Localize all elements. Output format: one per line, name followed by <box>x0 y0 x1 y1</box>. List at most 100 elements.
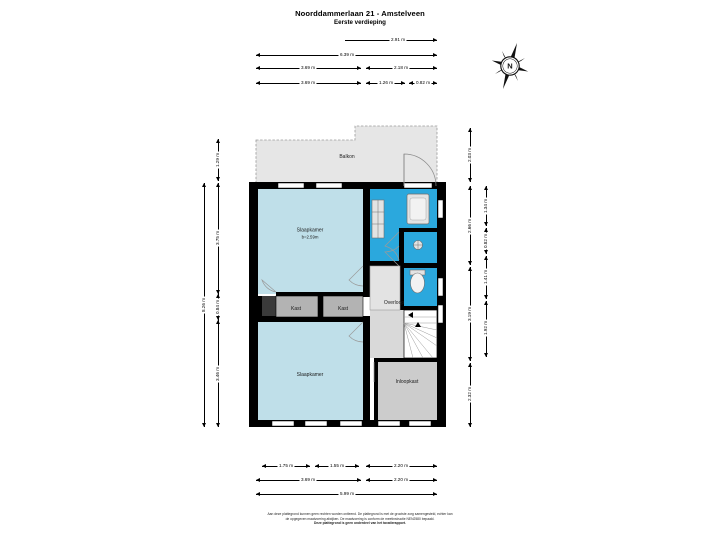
dim-arrow <box>484 256 488 260</box>
dim-arrow <box>433 38 437 42</box>
room-label-inloopkast: Inloopkast <box>396 379 419 386</box>
dim-arrow <box>484 186 488 190</box>
dim-arrow <box>216 139 220 143</box>
dim-arrow <box>216 316 220 320</box>
room-inloopkast-fill <box>378 362 437 425</box>
dim-arrow <box>216 177 220 181</box>
dim-arrow <box>484 353 488 357</box>
disclaimer: Aan deze plattegrond kunnen geen rechten… <box>0 512 720 526</box>
dim-arrow <box>256 53 260 57</box>
shaft-hatch <box>249 296 276 320</box>
dim-arrow <box>484 250 488 254</box>
room-label-overloop: Overloop <box>384 300 404 307</box>
room-label-slaapkamer-1-width: b=2.59m <box>301 234 319 239</box>
dim-arrow <box>366 464 370 468</box>
room-label-balkon: Balkon <box>339 154 354 161</box>
disclaimer-line-2: de opgegeven maatvoering afwijken. De ma… <box>285 516 435 521</box>
dim-label-top-2-1: 6.39 m <box>338 52 356 58</box>
room-label-kast-left: Kast <box>291 306 301 313</box>
dim-label-bot-2-2: 2.20 m <box>392 477 410 483</box>
dim-arrow <box>401 81 405 85</box>
dim-arrow <box>357 478 361 482</box>
dim-label-top-4-3: 0.82 m <box>414 80 432 86</box>
dim-arrow <box>468 186 472 190</box>
dim-arrow <box>315 464 319 468</box>
dim-arrow <box>468 261 472 265</box>
dim-arrow <box>468 363 472 367</box>
dim-arrow <box>484 228 488 232</box>
dim-arrow <box>256 492 260 496</box>
sink-icon <box>413 240 423 250</box>
window-group-top <box>277 182 433 189</box>
dim-arrow <box>357 81 361 85</box>
dim-arrow <box>433 492 437 496</box>
staircase <box>403 309 438 359</box>
dim-arrow <box>468 423 472 427</box>
compass-rose-icon: N <box>487 40 533 92</box>
dim-label-top-4-2: 1.26 m <box>377 80 395 86</box>
dim-arrow <box>355 464 359 468</box>
dim-arrow <box>202 183 206 187</box>
room-label-kast-left-text: Kast <box>290 305 302 312</box>
dim-arrow <box>216 294 220 298</box>
window-group-right <box>437 199 444 324</box>
dim-arrow <box>366 478 370 482</box>
dim-label-bot-1-1: 1.75 m <box>277 463 295 469</box>
dim-arrow <box>433 53 437 57</box>
dim-arrow <box>216 423 220 427</box>
room-label-slaapkamer-2-text: Slaapkamer <box>296 371 324 378</box>
dim-label-bot-3-1: 5.99 m <box>338 491 356 497</box>
room-slaapkamer-2-fill <box>258 322 363 425</box>
dim-arrow <box>433 478 437 482</box>
dim-arrow <box>216 183 220 187</box>
dim-arrow <box>256 66 260 70</box>
room-label-balkon-text: Balkon <box>339 153 355 160</box>
door-swings <box>261 153 437 382</box>
dim-arrow <box>433 81 437 85</box>
dim-arrow <box>216 290 220 294</box>
room-label-kast-right: Kast <box>338 306 348 313</box>
dim-arrow <box>262 464 266 468</box>
interior-walls <box>258 189 438 422</box>
dim-label-top-3-2: 2.18 m <box>392 65 410 71</box>
window-group-bottom <box>271 420 432 427</box>
dim-arrow <box>366 81 370 85</box>
room-label-slaapkamer-1: Slaapkamer b=2.59m <box>297 228 324 241</box>
compass-north-label: N <box>507 62 512 71</box>
dim-arrow <box>468 178 472 182</box>
room-label-overloop-text: Overloop <box>383 299 405 306</box>
toilet-icon <box>409 269 426 294</box>
dim-arrow <box>433 464 437 468</box>
room-label-slaapkamer-2: Slaapkamer <box>297 372 324 379</box>
disclaimer-line-3: Deze plattegrond is geen onderdeel van h… <box>314 521 406 526</box>
page-subtitle: Eerste verdieping <box>334 19 386 26</box>
dim-arrow <box>366 66 370 70</box>
dim-arrow <box>256 478 260 482</box>
dim-label-top-4-1: 3.69 m <box>299 80 317 86</box>
dim-label-bot-1-3: 2.20 m <box>392 463 410 469</box>
dim-arrow <box>484 295 488 299</box>
room-label-inloopkast-text: Inloopkast <box>395 378 419 385</box>
dim-arrow <box>202 423 206 427</box>
dim-arrow <box>357 66 361 70</box>
hall-fixtures <box>369 265 401 311</box>
room-kast-right <box>322 295 364 318</box>
dim-arrow <box>433 66 437 70</box>
dim-arrow <box>306 464 310 468</box>
dim-label-top-1-1: 2.91 m <box>389 37 407 43</box>
room-label-kast-right-text: Kast <box>337 305 349 312</box>
dim-arrow <box>484 301 488 305</box>
room-slaapkamer-1-fill <box>258 188 363 294</box>
dim-arrow <box>256 81 260 85</box>
dim-arrow <box>468 128 472 132</box>
dim-arrow <box>409 81 413 85</box>
dim-label-bot-1-2: 1.55 m <box>328 463 346 469</box>
room-kast-left <box>275 295 319 318</box>
dim-arrow <box>484 222 488 226</box>
dim-arrow <box>468 267 472 271</box>
dim-label-bot-2-1: 3.69 m <box>299 477 317 483</box>
room-label-slaapkamer-1-text: Slaapkamer <box>296 227 324 234</box>
page-title: Noorddammerlaan 21 - Amstelveen <box>295 9 425 18</box>
